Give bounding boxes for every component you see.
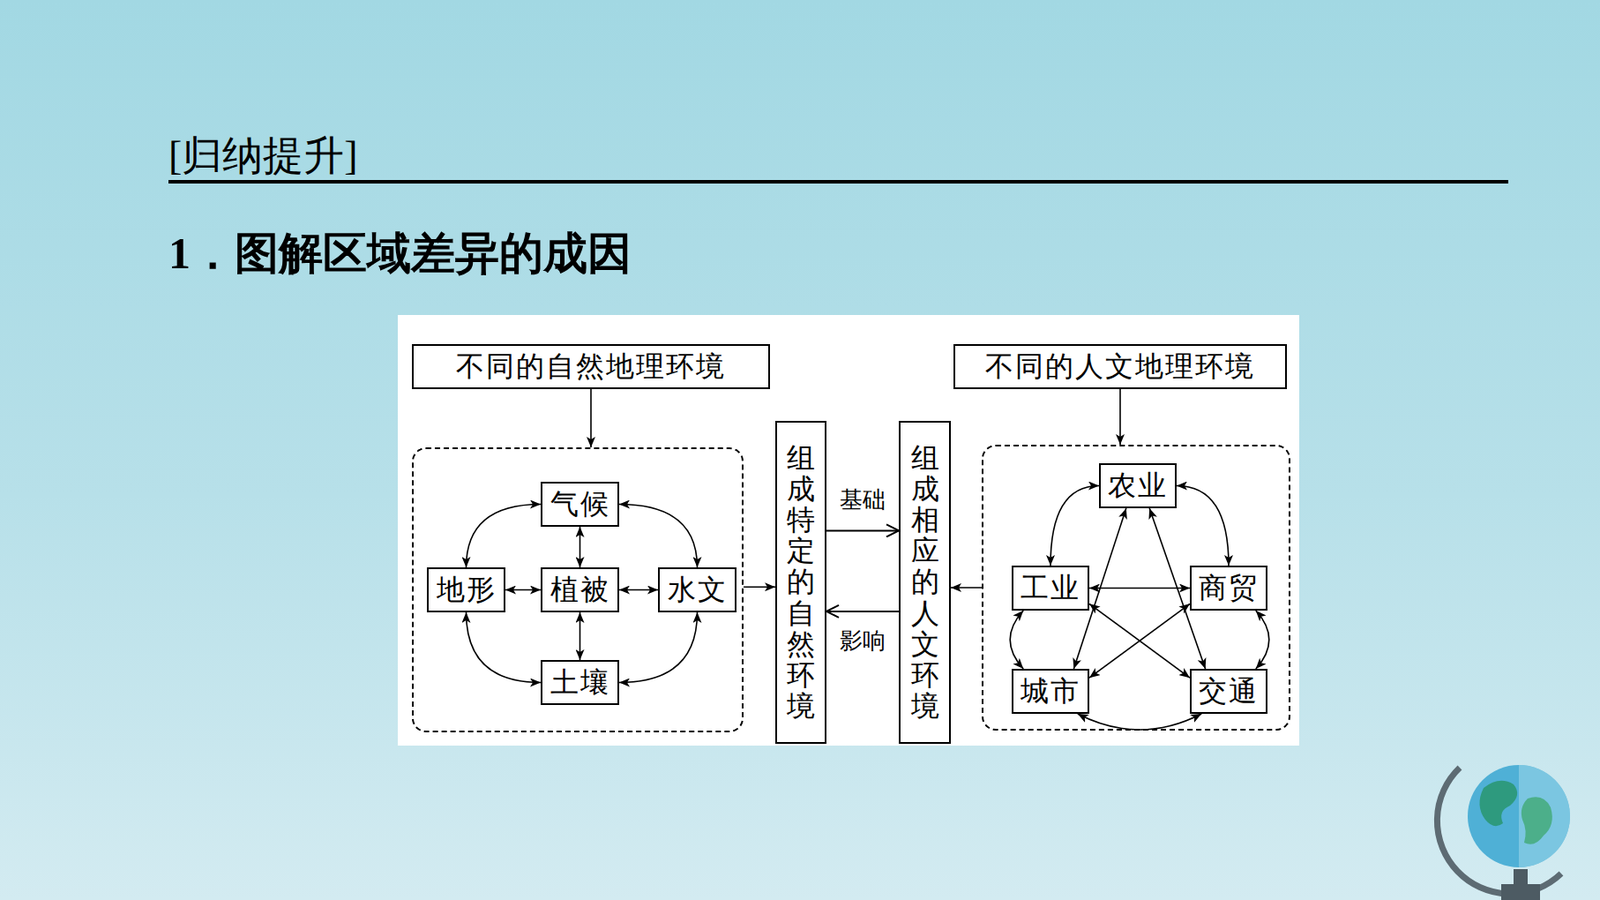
- connector-arrow: [466, 612, 542, 683]
- node-text: 工业: [1020, 572, 1081, 604]
- connector-arrow: [1176, 485, 1229, 567]
- node-text: 地形: [436, 574, 497, 606]
- connector-arrow: [826, 610, 899, 613]
- connector-arrow: [1009, 610, 1024, 669]
- process-box: 不同的人文地理环境: [953, 343, 1287, 389]
- connector-arrow: [619, 504, 698, 569]
- node-text: 不同的人文地理环境: [985, 351, 1256, 382]
- node-text: 商贸: [1198, 572, 1259, 604]
- group-frame: 农业工业 商贸城市 交通: [981, 444, 1291, 731]
- connector-arrow: [466, 504, 542, 569]
- process-box: 水文: [657, 567, 737, 613]
- connector-arrow: [1256, 610, 1270, 669]
- connector-arrow: [1089, 603, 1190, 678]
- section-heading: [归纳提升]: [168, 128, 359, 184]
- connector-arrow: [619, 589, 658, 591]
- node-text: 组成相应的人文环境: [911, 442, 940, 723]
- edge-label: 影响: [837, 628, 888, 655]
- process-box: 地形: [426, 567, 506, 613]
- connector-arrow: [590, 388, 592, 448]
- diagram-title: 1．图解区域差异的成因: [168, 224, 632, 284]
- process-box: 交通: [1189, 668, 1268, 714]
- vertical-box: 组成特定的自然环境: [775, 420, 827, 744]
- connector-arrow: [1089, 603, 1190, 678]
- node-text: 水文: [667, 574, 728, 606]
- connector-arrow: [579, 526, 582, 568]
- connector-arrow: [619, 612, 698, 683]
- vertical-box: 组成相应的人文环境: [898, 420, 951, 744]
- connector-arrow: [743, 585, 776, 588]
- node-text: 不同的自然地理环境: [456, 351, 726, 382]
- node-text: 气候: [550, 488, 611, 520]
- process-box: 农业: [1099, 463, 1177, 509]
- node-text: 组成特定的自然环境: [786, 442, 815, 723]
- node-text: 交通: [1198, 675, 1259, 707]
- edge-label: 基础: [837, 487, 888, 514]
- connector-arrow: [579, 612, 582, 660]
- process-box: 不同的自然地理环境: [411, 343, 771, 389]
- node-text: 植被: [550, 574, 611, 606]
- process-box: 商贸: [1189, 565, 1268, 611]
- heading-rule: [168, 179, 1509, 184]
- connector-arrow: [505, 589, 541, 591]
- connector-arrow: [1077, 713, 1202, 730]
- globe-icon: [1436, 764, 1571, 900]
- node-text: 土壤: [550, 666, 611, 698]
- process-box: 气候: [540, 481, 620, 527]
- process-box: 工业: [1011, 565, 1090, 611]
- connector-arrow: [1050, 485, 1100, 567]
- node-text: 农业: [1107, 470, 1168, 501]
- connector-arrow: [950, 586, 982, 589]
- process-box: 植被: [540, 567, 620, 613]
- diagram-panel: [397, 314, 1300, 746]
- connector-arrow: [1089, 587, 1190, 590]
- connector-arrow: [826, 529, 899, 531]
- process-box: 土壤: [540, 659, 620, 705]
- process-box: 城市: [1011, 668, 1090, 714]
- connector-arrow: [1119, 388, 1122, 445]
- node-text: 城市: [1020, 675, 1081, 707]
- group-frame: 气候地形 植被 水文土壤: [411, 447, 744, 733]
